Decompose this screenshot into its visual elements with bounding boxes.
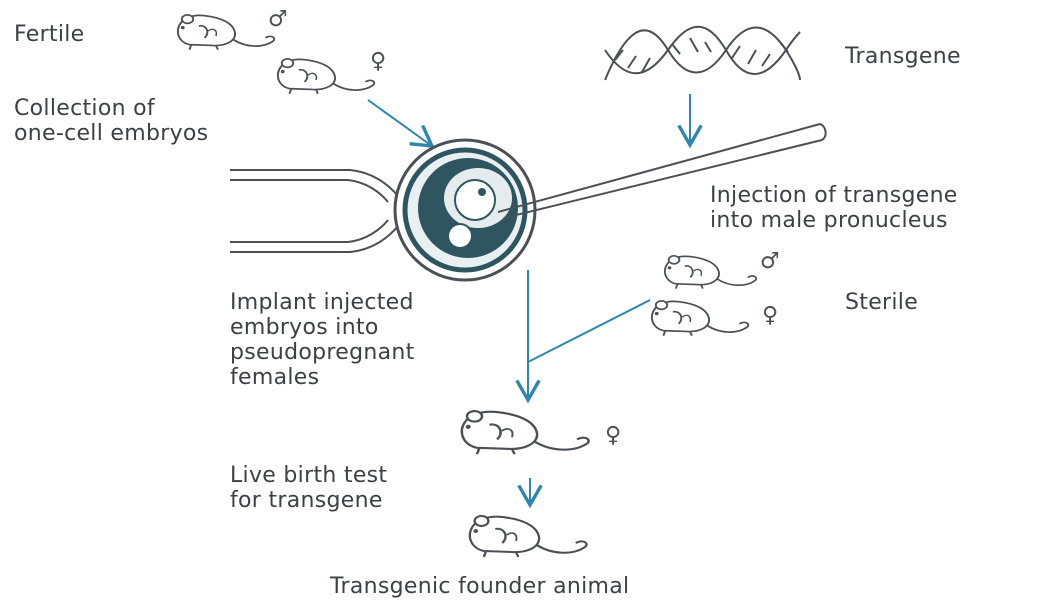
label-live-birth: Live birth test for transgene — [230, 463, 387, 513]
holding-pipette — [230, 170, 398, 252]
transgenic-founder-mouse — [470, 516, 587, 557]
sterile-female-mouse — [652, 301, 748, 336]
male-symbol: ♂ — [760, 249, 780, 274]
line-sterile-to-main — [528, 300, 650, 362]
label-injection: Injection of transgene into male pronucl… — [710, 183, 958, 233]
sterile-male-mouse — [665, 256, 756, 289]
female-symbol: ♀ — [762, 303, 778, 328]
label-founder: Transgenic founder animal — [330, 574, 629, 599]
fertile-female-mouse — [278, 59, 374, 94]
female-symbol: ♀ — [370, 49, 386, 74]
label-sterile: Sterile — [845, 290, 918, 315]
fertile-male-mouse — [178, 15, 274, 50]
dna-helix-icon — [605, 27, 800, 80]
label-implant: Implant injected embryos into pseudopreg… — [230, 290, 415, 390]
male-symbol: ♂ — [268, 7, 288, 32]
female-symbol: ♀ — [605, 423, 621, 448]
label-transgene: Transgene — [845, 44, 961, 69]
label-collection: Collection of one-cell embryos — [14, 96, 208, 146]
pseudopregnant-female-mouse — [462, 411, 589, 454]
one-cell-embryo — [395, 140, 535, 280]
label-fertile: Fertile — [14, 22, 85, 47]
arrow-mice-to-embryo — [368, 100, 432, 146]
